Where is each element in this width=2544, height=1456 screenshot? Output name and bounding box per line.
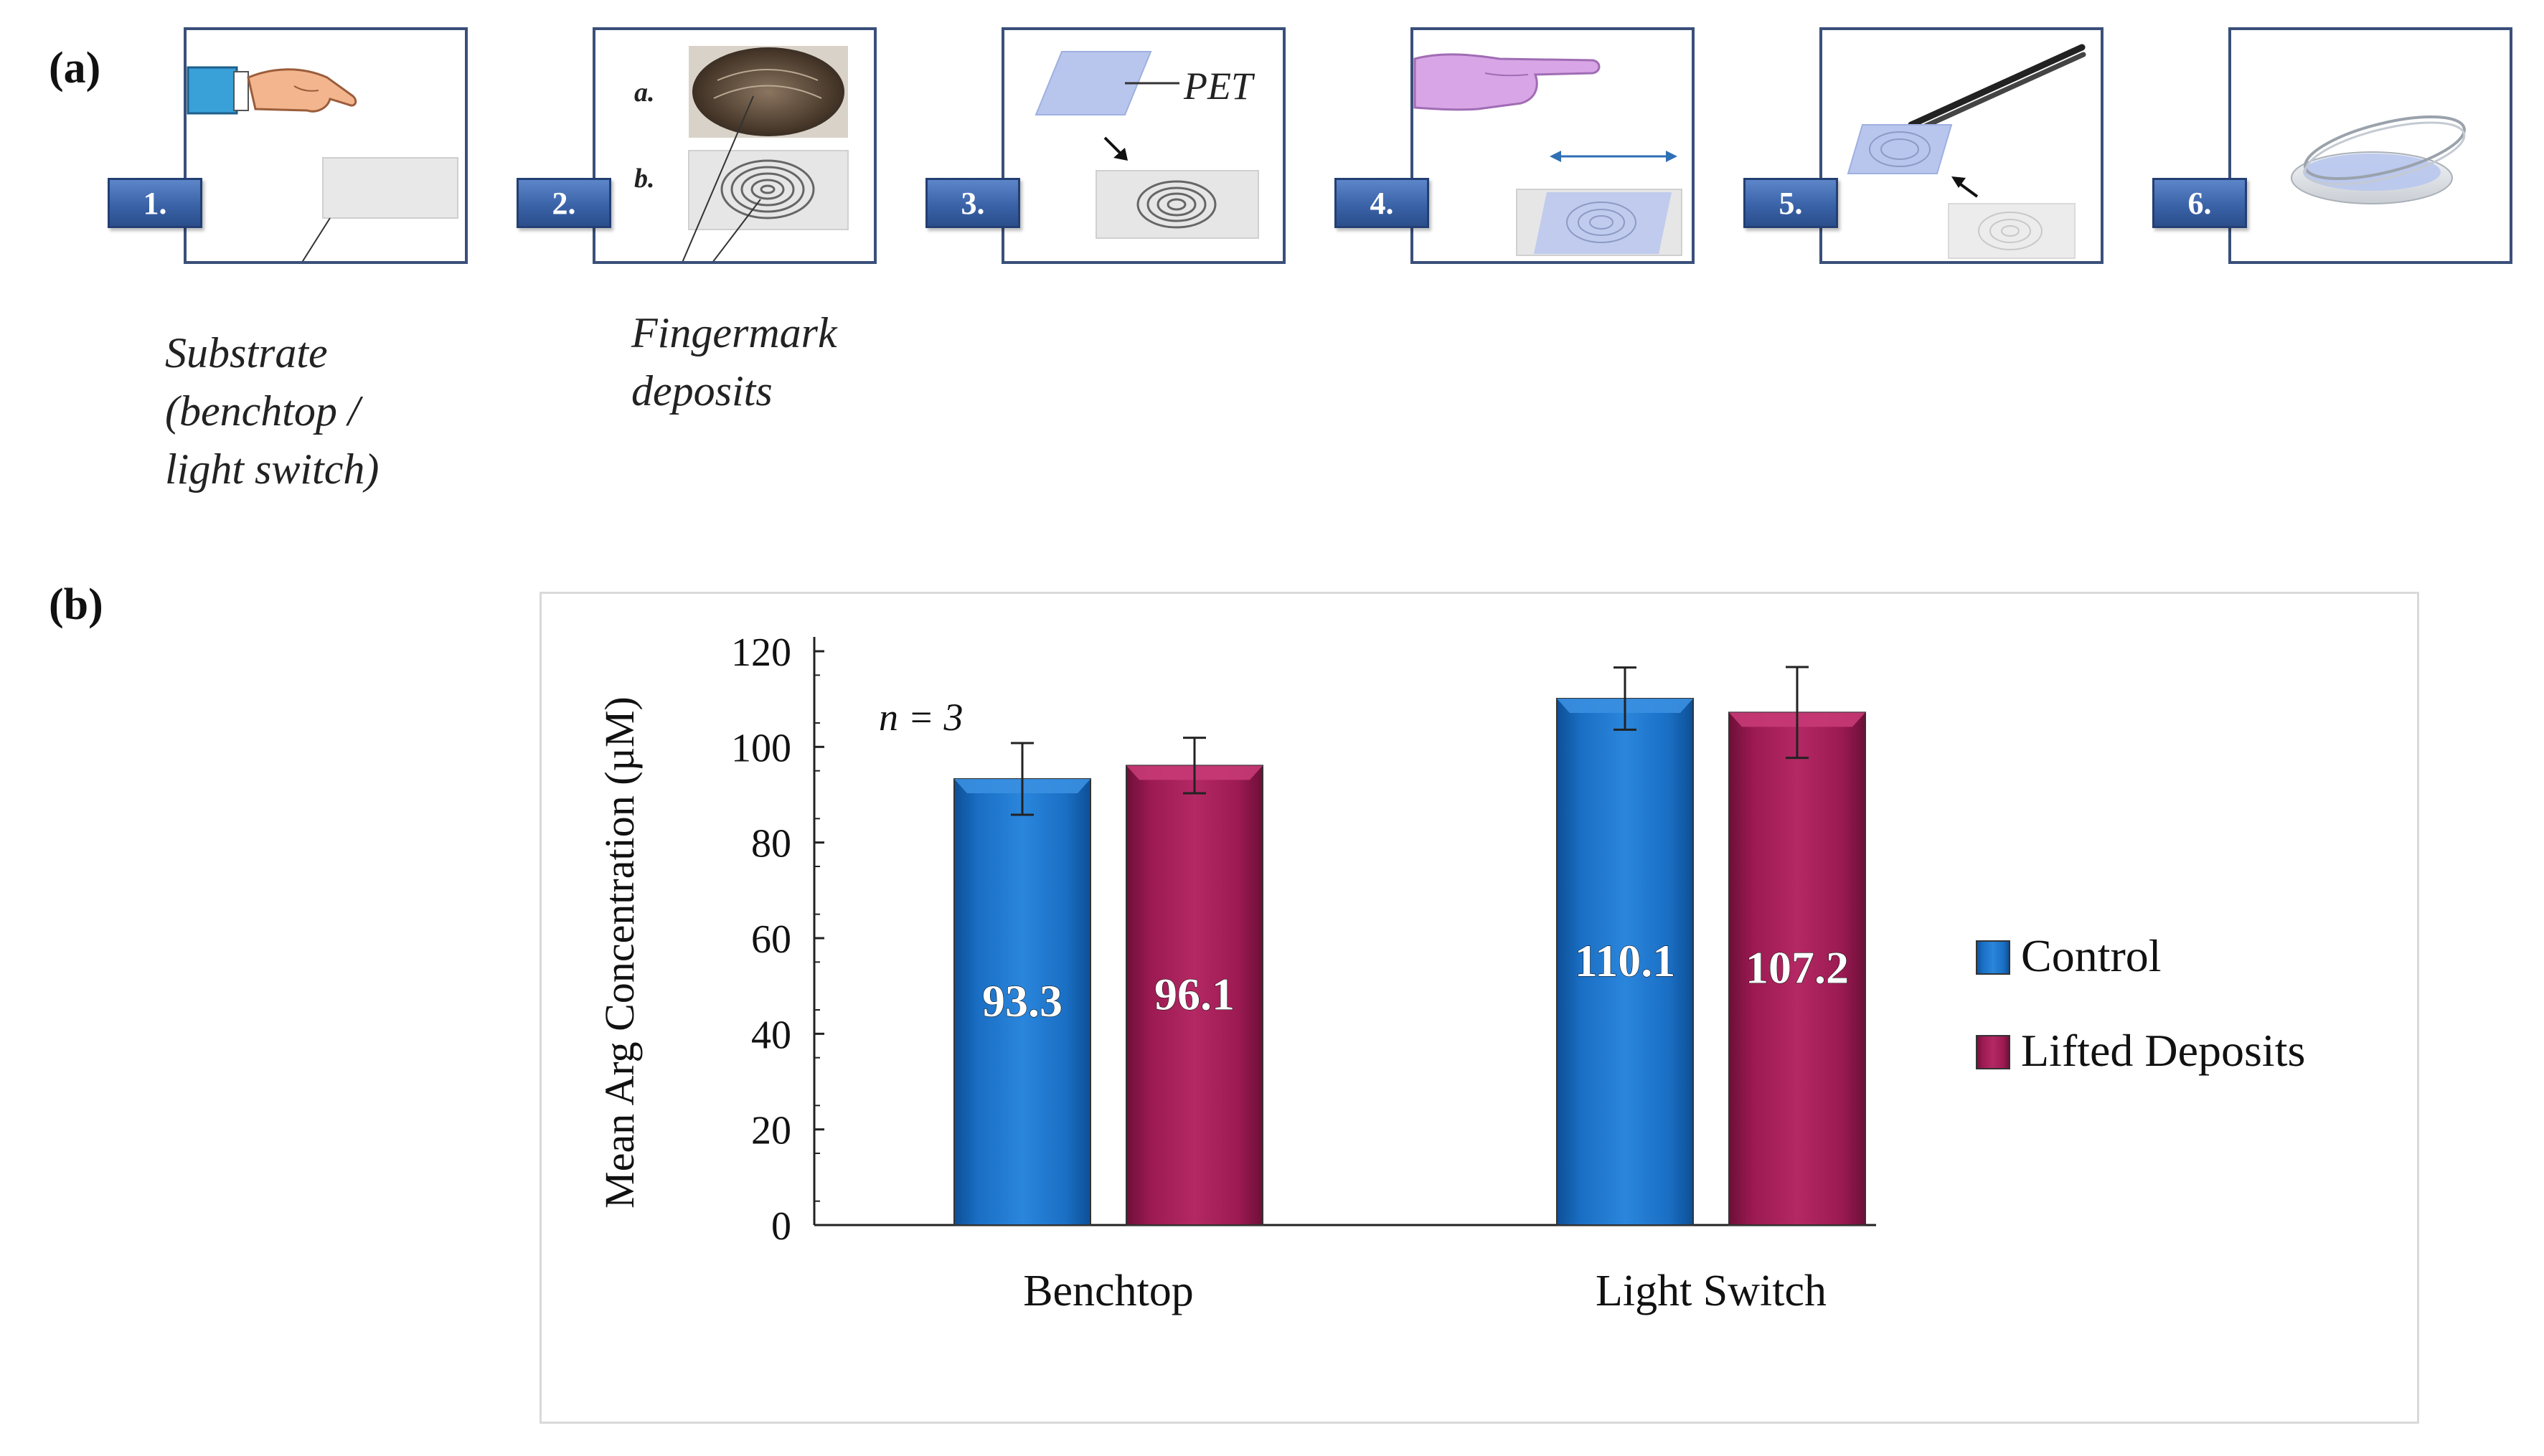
step-5-tag: 5. [1743,178,1838,228]
y-tick-label: 20 [751,1109,791,1153]
n-annotation: n = 3 [879,696,963,739]
fingermark-label-line-2: deposits [631,367,773,415]
panel-a-label: (a) [49,44,101,93]
data-label-1-0: 96.1 [1154,969,1235,1020]
step-3-tag: 3. [925,178,1020,228]
fingermark-deposit-icon [682,46,849,261]
sub-b-label: b. [634,164,655,194]
fingermark-label: Fingermark deposits [631,304,837,420]
hand-pointing-icon [187,66,458,332]
step-1-box [184,27,468,332]
y-tick-label: 40 [751,1013,791,1057]
y-tick-label: 0 [771,1204,791,1249]
legend-label-1: Lifted Deposits [2021,1025,2305,1076]
y-tick-label: 120 [731,630,791,675]
x-category-label: Light Switch [1596,1267,1827,1315]
legend-label-0: Control [2021,930,2162,981]
step-2-box: a. b. [593,27,877,264]
step-5-box [1819,27,2103,264]
tweezers-icon [1847,44,2086,259]
data-label-0-1: 110.1 [1575,935,1675,986]
bar-1-0 [1126,765,1263,1226]
substrate-label: Substrate (benchtop / light switch) [165,324,379,498]
y-axis-label: Mean Arg Concentration (µM) [596,696,643,1209]
substrate-label-line-3: light switch) [165,445,380,493]
y-tick-label: 60 [751,917,791,962]
sub-a-label: a. [634,77,655,108]
gloved-hand-icon [1413,53,1682,256]
bar-1-1 [1728,712,1866,1226]
substrate-label-line-2: (benchtop / [165,387,360,435]
bar-0-0 [953,778,1091,1226]
step-1-tag: 1. [108,178,202,228]
step-4-box [1410,27,1695,264]
y-tick-label: 100 [731,726,791,770]
legend-swatch-0 [1976,940,2010,975]
step-6-tag: 6. [2152,178,2247,228]
pet-film-icon [1035,51,1259,239]
data-label-0-0: 93.3 [982,975,1063,1026]
data-label-1-1: 107.2 [1746,942,1849,993]
panel-b-label: (b) [49,580,103,629]
substrate-label-line-1: Substrate [165,329,328,377]
step-6-box [2228,27,2512,264]
x-category-label: Benchtop [1023,1267,1194,1315]
bar-0-1 [1556,698,1694,1226]
y-tick-label: 80 [751,822,791,866]
step-2-tag: 2. [517,178,611,228]
legend-swatch-1 [1976,1035,2010,1069]
step-3-box: PET [1002,27,1286,264]
petri-dish-icon [2291,115,2466,204]
fingermark-label-line-1: Fingermark [631,309,837,356]
step-4-tag: 4. [1334,178,1429,228]
pet-label: PET [1184,65,1253,108]
